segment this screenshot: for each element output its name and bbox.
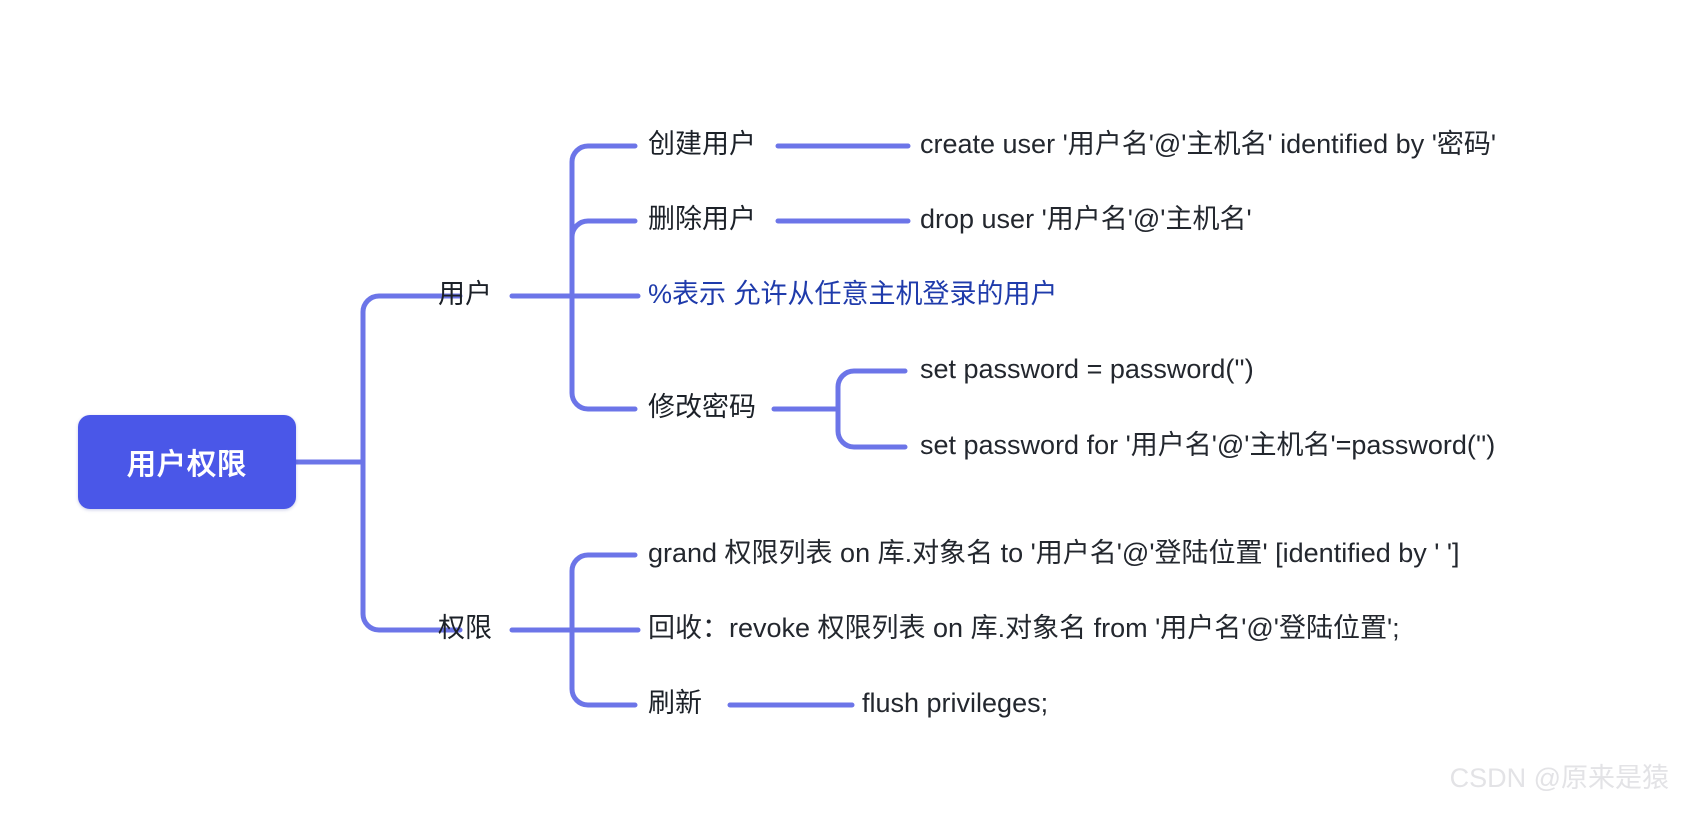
wire-changepw-to-set — [835, 368, 908, 412]
root-node-label: 用户权限 — [126, 449, 247, 481]
leaf-drop-user-command[interactable]: drop user '用户名'@'主机名' — [920, 204, 1252, 234]
branch-label-privilege[interactable]: 权限 — [438, 613, 492, 643]
wire-user-to-changepw — [569, 293, 638, 412]
leaf-set-password-for[interactable]: set password for '用户名'@'主机名'=password(''… — [920, 430, 1496, 460]
leaf-create-user-command[interactable]: create user '用户名'@'主机名' identified by '密… — [920, 129, 1497, 159]
root-node[interactable]: 用户权限 — [78, 415, 296, 509]
wire-changepw-to-setfor — [835, 406, 908, 450]
leaf-revoke-command[interactable]: 回收：revoke 权限列表 on 库.对象名 from '用户名'@'登陆位置… — [648, 613, 1400, 643]
leaf-set-password[interactable]: set password = password('') — [920, 354, 1254, 384]
wire-user-to-drop — [569, 218, 638, 299]
csdn-watermark: CSDN @原来是猿 — [1449, 763, 1669, 793]
wire-user-to-create — [569, 143, 638, 299]
node-label-flush[interactable]: 刷新 — [648, 688, 702, 718]
wire-privilege-to-grant — [569, 552, 638, 633]
leaf-grant-command[interactable]: grand 权限列表 on 库.对象名 to '用户名'@'登陆位置' [ide… — [648, 538, 1460, 568]
wire-privilege-to-flush — [569, 627, 638, 708]
wire-root-to-privilege — [360, 459, 463, 633]
leaf-flush-command[interactable]: flush privileges; — [862, 688, 1049, 718]
node-label-create-user[interactable]: 创建用户 — [648, 129, 756, 159]
branch-label-user[interactable]: 用户 — [438, 279, 492, 309]
node-label-change-password[interactable]: 修改密码 — [648, 392, 756, 422]
node-label-drop-user[interactable]: 删除用户 — [648, 204, 756, 234]
wire-root-to-user — [360, 293, 463, 465]
leaf-percent-note[interactable]: %表示 允许从任意主机登录的用户 — [648, 279, 1058, 309]
